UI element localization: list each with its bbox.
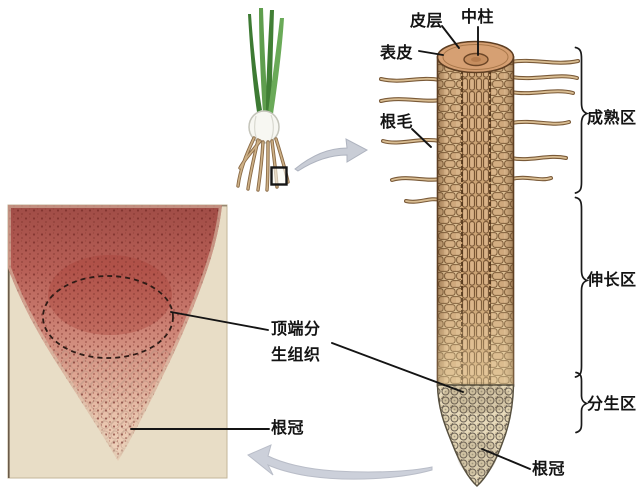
bracket-elongation-zone	[574, 196, 590, 378]
label-maturation-zone: 成熟区	[587, 108, 637, 127]
label-apical-meristem-line1: 顶端分	[271, 319, 321, 338]
onion-plant-illustration	[236, 8, 290, 192]
plant-roots	[236, 136, 290, 192]
sample-box	[270, 166, 288, 186]
label-apical-meristem: 顶端分 生组织	[271, 316, 321, 368]
bracket-meristem-zone	[575, 371, 589, 434]
root-hairs	[379, 58, 580, 204]
label-stele: 中柱	[461, 7, 495, 26]
leader-epidermis	[418, 50, 444, 56]
apical-meristem-dashed-outline	[42, 275, 174, 359]
arrow-diagram-to-micrograph-icon	[247, 444, 433, 480]
root-top-cut-face	[436, 40, 515, 74]
leader-cortex	[441, 25, 460, 49]
root-longitudinal-section	[379, 40, 580, 488]
leader-root-cap-diagram	[481, 448, 531, 470]
label-cortex: 皮层	[410, 11, 444, 30]
label-root-cap-diagram: 根冠	[532, 459, 566, 478]
label-root-hair: 根毛	[380, 112, 414, 131]
zone-brackets	[574, 46, 590, 434]
micrograph-root-tip	[7, 204, 228, 479]
label-epidermis: 表皮	[380, 43, 414, 62]
label-meristem-zone: 分生区	[587, 394, 637, 413]
arrow-plant-to-diagram-icon	[294, 138, 369, 172]
bracket-maturation-zone	[574, 46, 590, 194]
leader-apical-meristem-right	[331, 342, 464, 393]
leader-root-hair	[411, 128, 432, 148]
leader-lines	[130, 25, 531, 470]
label-apical-meristem-line2: 生组织	[271, 345, 321, 364]
label-elongation-zone: 伸长区	[587, 270, 637, 289]
plant-leaves	[248, 8, 284, 114]
root-tip-dome	[436, 384, 515, 488]
label-root-cap-micrograph: 根冠	[271, 418, 305, 437]
leader-apical-meristem-left	[170, 311, 269, 331]
